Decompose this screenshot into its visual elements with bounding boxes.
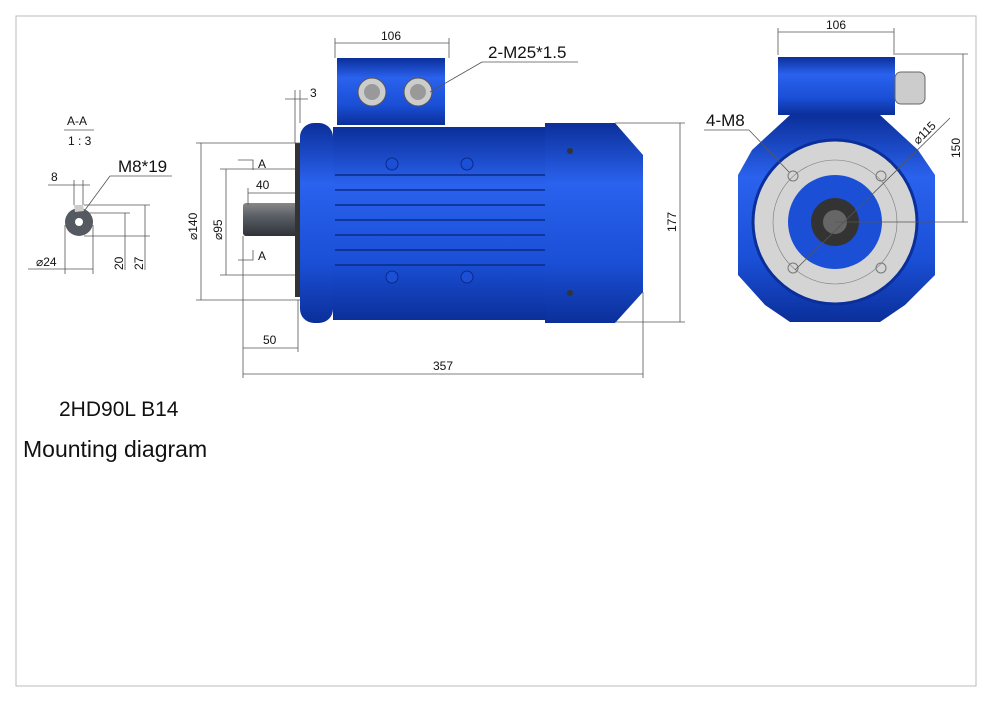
total-length: 357 [433,359,453,373]
diagram-caption: Mounting diagram [23,436,208,462]
flange-gap: 3 [310,86,317,100]
drawing-border [15,15,977,687]
holes-label: 4-M8 [706,111,745,130]
flange-diameter: ⌀140 [186,212,200,240]
terminal-box-front [778,57,895,115]
section-label: A-A [67,114,87,128]
section-mark-bottom: A [258,249,266,263]
motor-side-view [243,58,643,323]
section-scale: 1 : 3 [68,134,92,148]
spigot-diameter: ⌀95 [211,219,225,240]
flange [300,123,333,323]
shaft-length: 50 [263,333,277,347]
section-a-a: A-A 1 : 3 M8*19 8 20 27 ⌀24 [28,114,172,274]
glands-label: 2-M25*1.5 [488,43,566,62]
fan-cover [545,123,643,323]
dim-20: 20 [112,256,126,270]
thread-label: M8*19 [118,157,167,176]
dim-27: 27 [132,256,146,270]
shaft-height: 150 [949,138,963,158]
cable-gland-front [894,71,926,105]
shaft [243,203,298,236]
motor-height: 177 [665,212,679,232]
motor-front-view [738,57,935,322]
model-name: 2HD90L B14 [59,398,179,421]
key-width: 8 [51,170,58,184]
terminal-box-width: 106 [381,29,401,43]
key-length: 40 [256,178,270,192]
motor-body [333,127,548,320]
front-terminal-box-width: 106 [826,18,846,32]
shaft-diameter: ⌀24 [36,255,57,269]
section-mark-top: A [258,157,266,171]
side-view-dimensions: 106 2-M25*1.5 3 ⌀140 ⌀95 40 A A 50 357 1… [186,29,685,378]
